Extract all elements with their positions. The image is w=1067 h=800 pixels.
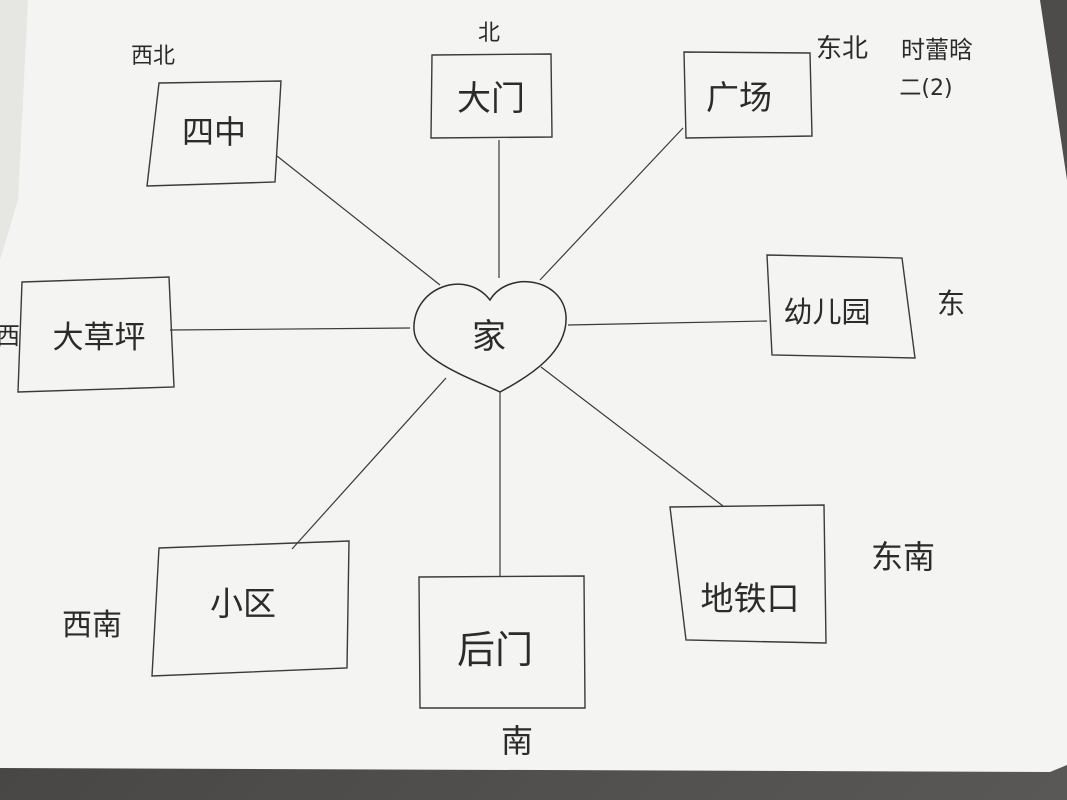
node-label-south: 后门 — [457, 628, 533, 672]
connector-northeast — [539, 127, 684, 281]
direction-northwest: 西北 — [131, 44, 175, 69]
node-label-north: 大门 — [457, 79, 525, 119]
direction-north: 北 — [478, 21, 500, 46]
author-name: 时蕾晗 — [901, 36, 973, 64]
node-label-east: 幼儿园 — [783, 295, 870, 329]
box-north — [430, 53, 553, 139]
box-west — [17, 276, 175, 393]
direction-northeast: 东北 — [816, 34, 868, 64]
box-northwest — [146, 80, 282, 187]
connector-southwest — [291, 377, 447, 550]
connector-west — [169, 327, 411, 331]
heart-shape — [413, 280, 567, 393]
node-label-southeast: 地铁口 — [701, 579, 800, 618]
box-east — [766, 254, 916, 359]
direction-west: 西 — [0, 322, 20, 350]
direction-south: 南 — [501, 722, 533, 760]
box-south — [418, 575, 586, 709]
paper-sheet — [0, 0, 1067, 772]
node-label-southwest: 小区 — [210, 584, 276, 623]
connector-east — [567, 320, 768, 326]
node-label-west: 大草坪 — [53, 320, 146, 356]
direction-east: 东 — [937, 287, 965, 320]
direction-southwest: 西南 — [62, 608, 122, 643]
connector-northwest — [276, 155, 441, 286]
box-southwest — [151, 540, 350, 677]
connector-southeast — [540, 366, 724, 507]
node-label-northeast: 广场 — [706, 78, 772, 117]
paper-shadow-fold — [0, 0, 28, 260]
box-northeast — [683, 51, 813, 139]
direction-southeast: 东南 — [871, 538, 935, 576]
author-class: 二(2) — [899, 76, 952, 101]
center-label: 家 — [472, 317, 506, 357]
node-label-northwest: 四中 — [182, 113, 246, 151]
box-southeast — [669, 504, 827, 644]
